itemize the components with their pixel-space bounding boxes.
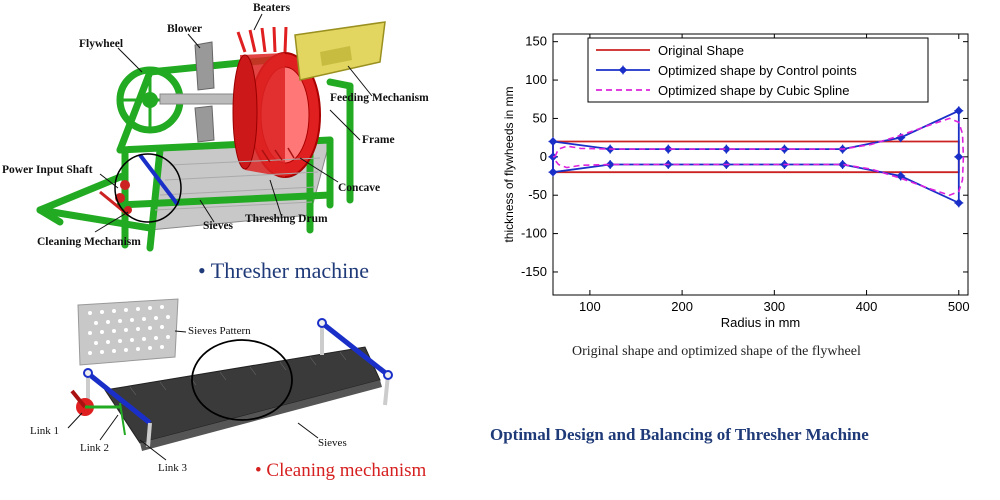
y-tick-label: 0 (540, 149, 547, 164)
blower-part (194, 41, 215, 143)
y-tick-label: 100 (525, 72, 547, 87)
y-tick-label: 150 (525, 34, 547, 49)
label-concave: Concave (338, 182, 381, 194)
label-feeding-mechanism: Feeding Mechanism (330, 92, 429, 104)
label-flywheel: Flywheel (79, 38, 124, 50)
cleaning-mechanism-part (99, 153, 182, 223)
label-beaters: Beaters (253, 2, 291, 14)
feeding-mechanism-part (294, 21, 386, 81)
legend-label-2: Optimized shape by Cubic Spline (658, 83, 850, 98)
x-tick-label: 200 (671, 299, 693, 314)
sieves-pattern-panel (77, 298, 179, 366)
y-tick-label: 50 (533, 110, 547, 125)
series-marker-1 (896, 171, 906, 181)
threshing-drum-part (232, 52, 321, 178)
series-line-2 (552, 117, 965, 197)
y-tick-label: -150 (521, 264, 547, 279)
label-frame: Frame (362, 134, 395, 146)
x-tick-label: 400 (856, 299, 878, 314)
series-marker-1 (548, 152, 558, 162)
cleaning-mechanism-illustration (67, 298, 393, 461)
label-sieves: Sieves (203, 220, 234, 232)
y-tick-label: -50 (528, 187, 547, 202)
label-cleaning-mechanism: Cleaning Mechanism (37, 236, 141, 248)
series-marker-1 (548, 136, 558, 146)
y-tick-label: -100 (521, 226, 547, 241)
series-marker-1 (954, 106, 964, 116)
page-title: Optimal Design and Balancing of Thresher… (490, 425, 869, 444)
legend-marker-1 (618, 65, 628, 75)
legend-label-0: Original Shape (658, 43, 744, 58)
x-tick-label: 100 (579, 299, 601, 314)
series-marker-1 (954, 198, 964, 208)
label-link-1: Link 1 (30, 425, 60, 437)
thresher-machine-illustration (36, 13, 386, 252)
label-link-3: Link 3 (158, 462, 188, 474)
beaters-part (236, 26, 288, 53)
label-link-2: Link 2 (80, 442, 110, 454)
chart-caption: Original shape and optimized shape of th… (572, 344, 861, 359)
label-power-input-shaft: Power Input Shaft (2, 164, 93, 176)
series-marker-1 (954, 152, 964, 162)
label-threshing-drum: Threshing Drum (245, 213, 328, 225)
label-cleaning-sieves: Sieves (318, 437, 347, 449)
legend-label-1: Optimized shape by Control points (658, 63, 857, 78)
series-marker-1 (548, 167, 558, 177)
x-tick-label: 500 (948, 299, 970, 314)
x-axis-label: Radius in mm (721, 315, 800, 330)
y-axis-label: thickness of flywheeds in mm (502, 86, 516, 242)
x-tick-label: 300 (763, 299, 785, 314)
label-sieves-pattern: Sieves Pattern (188, 325, 251, 337)
cleaning-mechanism-bullet: • Cleaning mechanism (255, 460, 427, 481)
label-blower: Blower (167, 23, 203, 35)
thresher-machine-bullet: • Thresher machine (198, 258, 370, 283)
